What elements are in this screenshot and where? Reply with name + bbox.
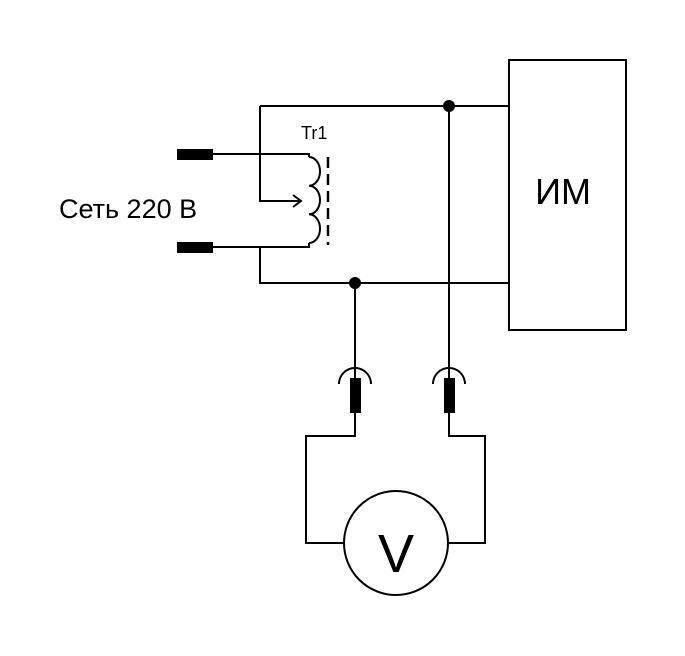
- wiper-wire: [259, 106, 301, 202]
- wire-plug-bottom: [213, 243, 310, 248]
- socket-left: [338, 367, 372, 385]
- voltmeter-label: V: [378, 524, 414, 584]
- mains-plug-pin-bottom: [177, 242, 213, 253]
- probe-wire-right: [448, 413, 486, 544]
- probe-pin-right: [444, 378, 455, 413]
- voltmeter-circle: [343, 490, 449, 596]
- wiper-arrow-head: [292, 194, 303, 208]
- transformer-coil: [308, 156, 321, 244]
- wire-bottom-rail: [259, 247, 509, 284]
- socket-right: [432, 367, 466, 385]
- probe-wire-left: [305, 413, 356, 544]
- device-label: ИМ: [535, 171, 591, 212]
- mains-plug-pin-top: [177, 149, 213, 160]
- probe-pin-left: [350, 378, 361, 413]
- mains-label: Сеть 220 В: [59, 194, 197, 224]
- transformer-label: Tr1: [301, 123, 327, 143]
- device-block: [508, 59, 627, 331]
